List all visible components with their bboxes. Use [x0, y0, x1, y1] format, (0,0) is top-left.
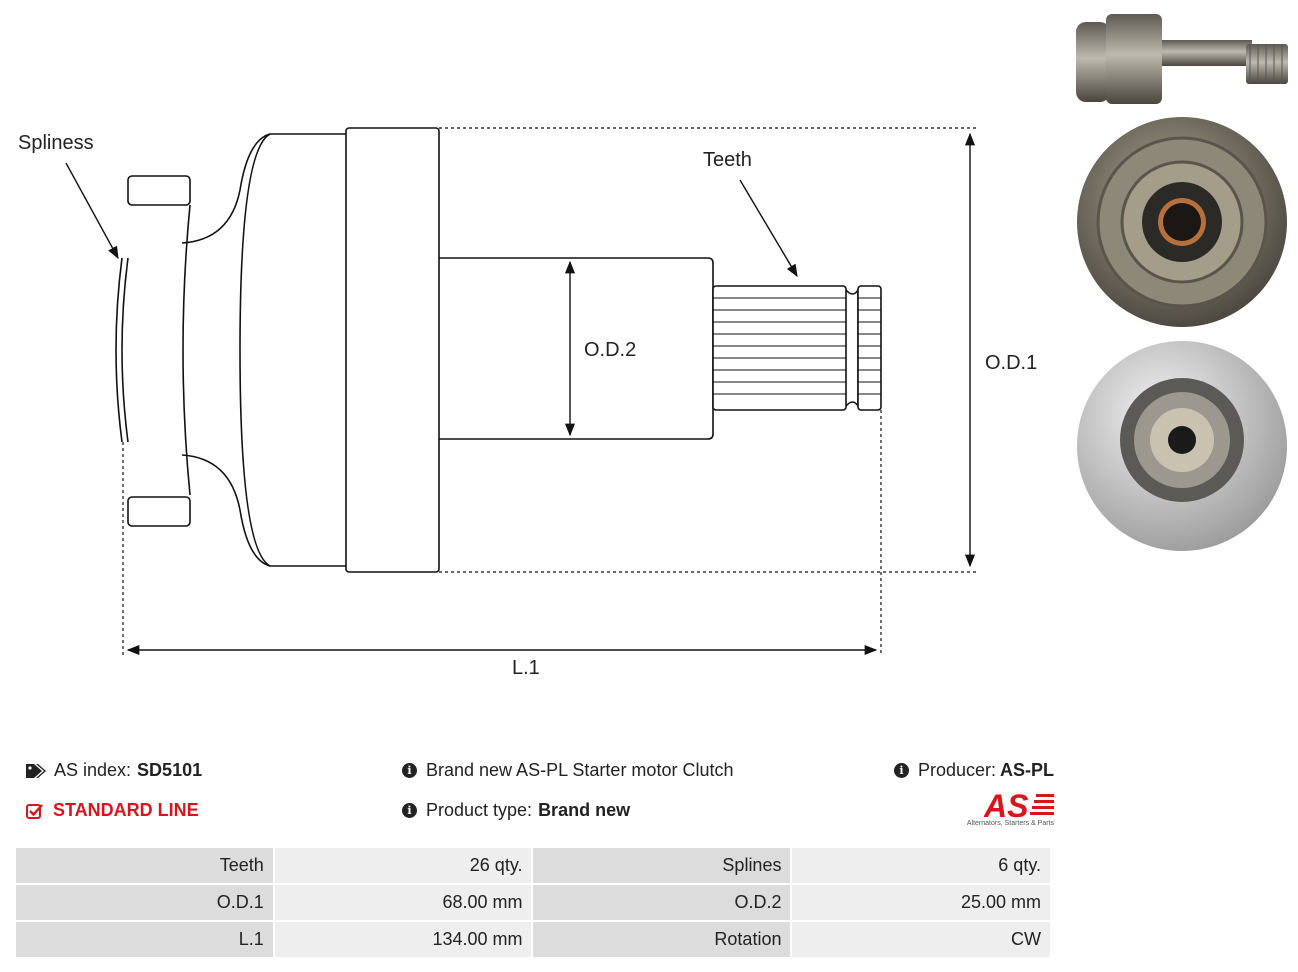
producer-value: AS-PL	[1000, 760, 1055, 780]
spec-value: 68.00 mm	[272, 883, 534, 922]
spec-value: 6 qty.	[790, 846, 1052, 885]
l1-label: L.1	[512, 657, 540, 679]
logo-tagline: Alternators, Starters & Parts	[966, 820, 1054, 827]
description: i Brand new AS-PL Starter motor Clutch	[402, 760, 733, 781]
as-pl-logo: AS Alternators, Starters & Parts	[952, 790, 1054, 827]
product-photo-front	[1077, 117, 1287, 327]
standard-line-badge: STANDARD LINE	[26, 800, 199, 821]
spec-label: Splines	[531, 846, 793, 885]
spliness-leader	[65, 162, 119, 260]
checkbox-icon	[26, 803, 43, 819]
product-photo-back	[1077, 341, 1287, 551]
teeth-leader	[739, 179, 798, 278]
spliness-label: Spliness	[18, 132, 94, 154]
od2-label: O.D.2	[584, 339, 636, 361]
product-type: i Product type: Brand new	[402, 800, 630, 821]
description-text: Brand new AS-PL Starter motor Clutch	[426, 760, 734, 780]
producer-label: Producer:	[918, 760, 997, 780]
svg-text:AS: AS	[984, 790, 1029, 820]
shaft	[439, 257, 714, 440]
info-icon: i	[894, 763, 909, 778]
spec-value: 25.00 mm	[790, 883, 1052, 922]
pinion	[712, 285, 847, 411]
spec-value: 26 qty.	[272, 846, 534, 885]
product-type-value: Brand new	[538, 800, 631, 820]
spline-ring	[121, 257, 129, 443]
spec-label: O.D.2	[531, 883, 793, 922]
info-icon: i	[402, 803, 417, 818]
tags-icon	[26, 763, 46, 778]
as-index-label: AS index:	[54, 760, 132, 780]
spec-label: L.1	[14, 920, 275, 959]
standard-line-text: STANDARD LINE	[53, 800, 199, 820]
technical-drawing: Spliness Teeth O.D.2 O.D.1 L.1	[18, 127, 1037, 679]
spec-value: CW	[790, 920, 1052, 959]
product-type-label: Product type:	[426, 800, 533, 820]
producer: i Producer: AS-PL	[894, 760, 1054, 781]
spec-value: 134.00 mm	[272, 920, 534, 959]
as-index-value: SD5101	[137, 760, 203, 780]
info-icon: i	[402, 763, 417, 778]
spline-cap-bottom	[127, 496, 191, 527]
clutch-housing	[345, 127, 440, 573]
od1-label: O.D.1	[985, 352, 1037, 374]
spec-label: O.D.1	[14, 883, 275, 922]
spline-cap-top	[127, 175, 191, 206]
product-photo-side	[1076, 14, 1288, 104]
as-index: AS index: SD5101	[26, 760, 202, 781]
spec-label: Rotation	[531, 920, 793, 959]
spec-label: Teeth	[14, 846, 275, 885]
as-logo-mark: AS	[984, 790, 1054, 820]
teeth-label: Teeth	[703, 149, 752, 171]
